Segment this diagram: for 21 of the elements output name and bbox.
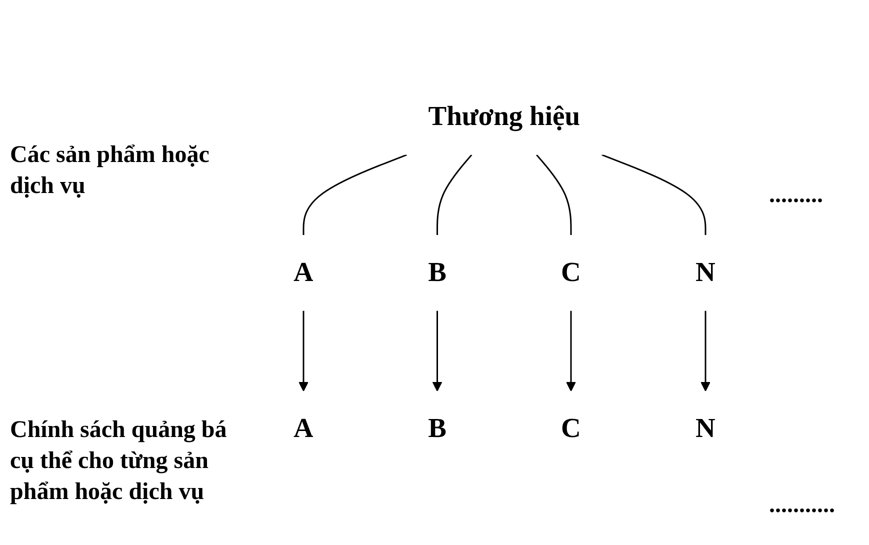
node-text: A (294, 258, 314, 288)
node-text: C (561, 258, 581, 288)
connector (536, 154, 572, 235)
arrow (432, 310, 442, 392)
node-text: C (561, 413, 581, 444)
arrow (700, 310, 711, 392)
ellipsis-text: ......... (769, 181, 823, 210)
connector (302, 154, 408, 235)
node-text: Thương hiệu (428, 102, 580, 132)
node-text: A (294, 413, 314, 444)
ellipsis-text: ........... (769, 491, 835, 520)
node-text: N (696, 258, 716, 288)
node-text: B (428, 258, 446, 288)
node-text: N (696, 413, 716, 444)
row-label: Chính sách quảng bá cụ thể cho từng sản phẩm hoặc dịch vụ (10, 416, 228, 508)
connector (602, 154, 706, 235)
row-label: Các sản phẩm hoặc dịch vụ (10, 141, 210, 202)
arrow (566, 310, 576, 392)
node-text: B (428, 413, 446, 444)
arrow (298, 310, 309, 392)
connector (436, 154, 472, 235)
